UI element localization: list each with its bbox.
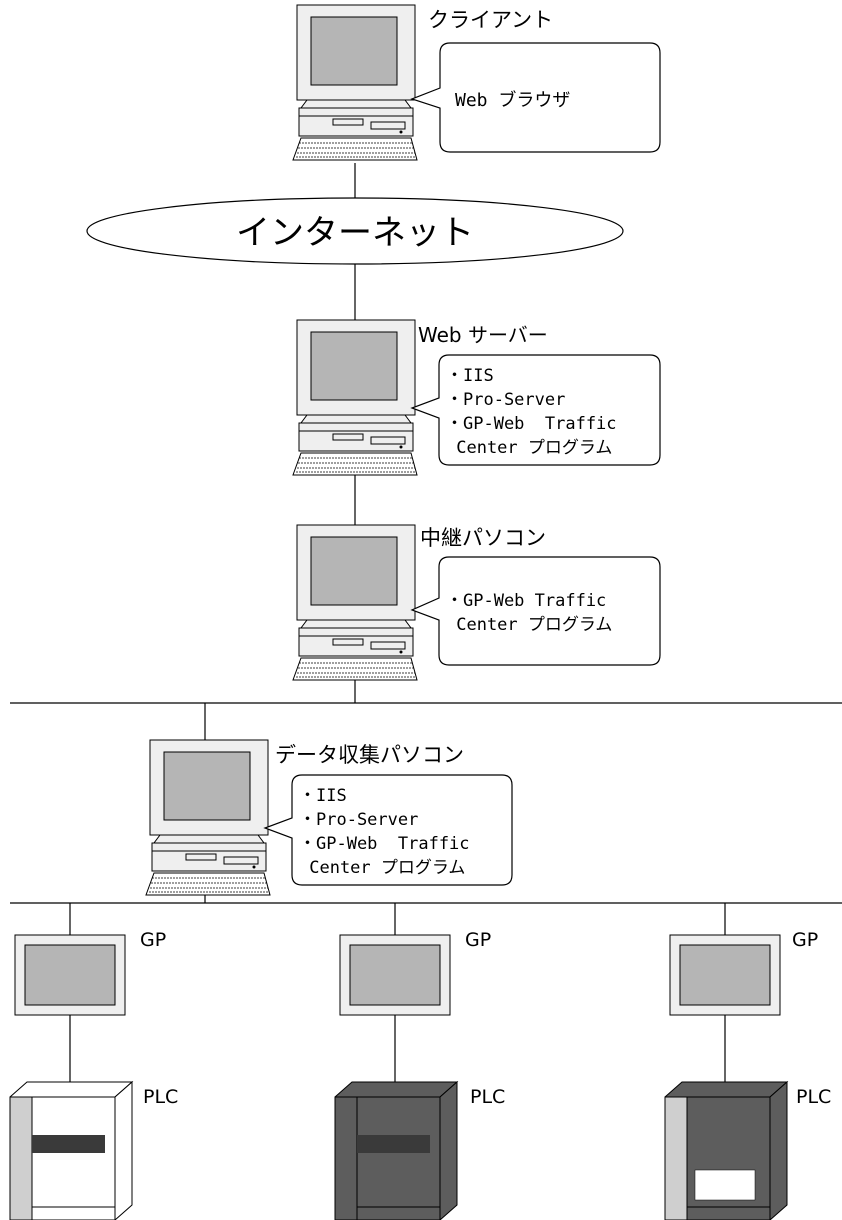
plc-1: PLC <box>9 1080 178 1220</box>
collector-pc-node: データ収集パソコン ・IIS ・Pro-Server ・GP-Web Traff… <box>145 739 513 896</box>
client-callout <box>410 42 661 153</box>
gp-1-icon <box>14 934 126 1016</box>
relay-pc-item-1: Center プログラム <box>446 615 612 635</box>
gp-3-label: GP <box>792 929 818 951</box>
web-server-title: Web サーバー <box>418 323 548 347</box>
relay-pc-icon <box>292 524 418 681</box>
internet-ellipse <box>86 197 624 265</box>
web-server-node: Web サーバー ・IIS ・Pro-Server ・GP-Web Traffi… <box>292 319 661 476</box>
web-server-item-3: Center プログラム <box>446 438 612 458</box>
gp-2: GP <box>339 929 491 1016</box>
client-pc-icon <box>292 4 418 161</box>
plc-1-label: PLC <box>143 1086 178 1108</box>
internet-node: インターネット <box>86 197 624 265</box>
relay-pc-item-0: ・GP-Web Traffic <box>446 591 606 611</box>
plc-2-label: PLC <box>470 1086 505 1108</box>
web-server-callout <box>410 354 661 466</box>
relay-pc-callout <box>410 556 661 666</box>
plc-3: PLC <box>664 1080 831 1220</box>
plc-2: PLC <box>334 1080 505 1220</box>
client-item-0: Web ブラウザ <box>455 89 570 111</box>
collector-pc-item-1: ・Pro-Server <box>299 810 418 830</box>
client-title: クライアント <box>428 8 553 32</box>
internet-label: インターネット <box>236 213 474 253</box>
client-node: クライアント Web ブラウザ <box>292 4 661 161</box>
web-server-pc-icon <box>292 319 418 476</box>
connection-lines <box>10 163 842 1082</box>
collector-pc-title: データ収集パソコン <box>275 743 464 767</box>
gp-1: GP <box>14 929 166 1016</box>
relay-pc-title: 中継パソコン <box>420 526 546 550</box>
relay-pc-node: 中継パソコン ・GP-Web Traffic Center プログラム <box>292 524 661 681</box>
web-server-item-2: ・GP-Web Traffic <box>446 414 617 434</box>
gp-3: GP <box>669 929 818 1016</box>
collector-pc-item-2: ・GP-Web Traffic <box>299 834 470 854</box>
collector-pc-callout <box>263 774 513 886</box>
web-server-item-0: ・IIS <box>446 366 494 386</box>
gp-3-icon <box>669 934 781 1016</box>
gp-2-icon <box>339 934 451 1016</box>
collector-pc-item-0: ・IIS <box>299 786 347 806</box>
plc-3-label: PLC <box>796 1086 831 1108</box>
gp-2-label: GP <box>465 929 491 951</box>
collector-pc-icon <box>145 739 271 896</box>
web-server-item-1: ・Pro-Server <box>446 390 565 410</box>
collector-pc-item-3: Center プログラム <box>299 858 465 878</box>
gp-1-label: GP <box>140 929 166 951</box>
